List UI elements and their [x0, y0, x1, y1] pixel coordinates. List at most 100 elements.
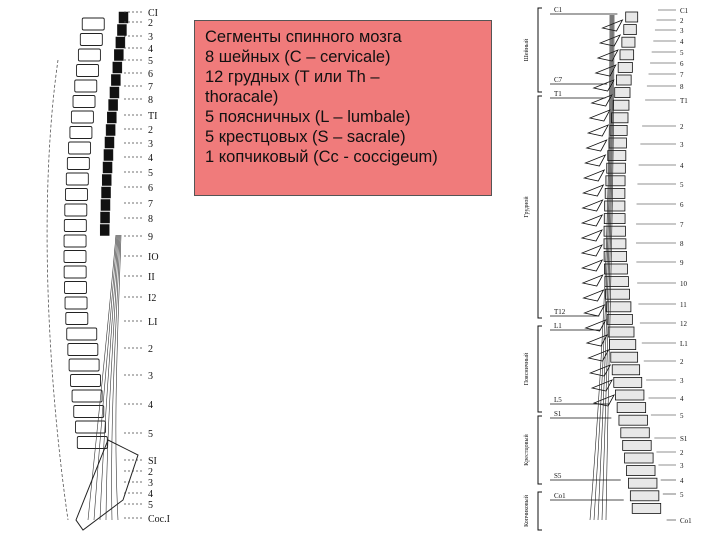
segment-label: 4	[148, 44, 153, 55]
segment-label: 2	[148, 18, 153, 29]
vertebra-body	[72, 390, 102, 402]
info-lumbar: 5 поясничных (L – lumbale)	[205, 107, 481, 127]
inner-label: S1	[554, 410, 562, 418]
cord-segment	[102, 187, 111, 198]
info-coccygeal: 1 копчиковый (Cc - coccigeum)	[205, 147, 481, 167]
info-thoracic-cont: thoracale)	[205, 87, 481, 107]
vertebra	[624, 25, 637, 35]
vertebra-body	[64, 220, 86, 232]
cord-segment	[100, 225, 109, 236]
cord-segment	[103, 162, 112, 173]
cord-segment	[111, 75, 120, 86]
vertebra-body	[69, 359, 99, 371]
spinous-process	[588, 125, 608, 136]
spinous-process	[583, 200, 603, 211]
segment-label: TI	[148, 111, 157, 122]
cord-segment	[116, 37, 125, 48]
region-label: Шейный	[523, 38, 530, 61]
segment-label: 6	[148, 183, 153, 194]
cord-segment	[107, 112, 116, 123]
cord-segment	[113, 62, 122, 73]
vertebra	[604, 239, 626, 249]
segment-label: 8	[148, 95, 153, 106]
cord-segment	[117, 25, 126, 36]
inner-label: T1	[554, 90, 562, 98]
spinous-process	[582, 215, 602, 226]
segment-label: LI	[148, 317, 157, 328]
vertebra	[612, 365, 639, 375]
segment-label: 12	[680, 320, 688, 328]
segment-label: 2	[680, 449, 684, 457]
left-segment-labels: CI2345678TI23456789IOIII2LI2345SI2345Coc…	[148, 8, 170, 525]
vertebra-body	[67, 158, 89, 170]
spinous-process	[587, 140, 607, 151]
segment-label: 9	[680, 259, 684, 267]
vertebra	[630, 491, 659, 501]
right-spine-diagram: ШейныйГруднойПоясничныйКрестцовыйКопчико…	[510, 0, 720, 540]
vertebra-body	[77, 437, 107, 449]
vertebra	[628, 478, 657, 488]
cord-segment	[101, 212, 110, 223]
segment-label: 7	[148, 199, 153, 210]
segment-label: 8	[148, 214, 153, 225]
vertebra	[612, 113, 628, 123]
vertebra-body	[71, 111, 93, 123]
vertebra-body	[73, 96, 95, 108]
segment-label: L1	[680, 340, 688, 348]
segment-label: II	[148, 272, 155, 283]
vertebra	[611, 352, 638, 362]
vertebra-body	[65, 282, 87, 294]
spinous-process	[602, 20, 622, 31]
segment-label: 7	[680, 221, 684, 229]
vertebra	[607, 314, 632, 324]
vertebra-body	[78, 49, 100, 61]
region-bracket	[538, 492, 542, 530]
info-sacral: 5 крестцовых (S – sacrale)	[205, 127, 481, 147]
region-bracket	[538, 96, 542, 318]
vertebra	[627, 466, 656, 476]
vertebra	[610, 125, 627, 135]
info-title: Сегменты спинного мозга	[205, 27, 481, 47]
spinous-process	[592, 95, 612, 106]
segment-label: 2	[148, 344, 153, 355]
vertebra	[613, 100, 629, 110]
vertebra	[609, 340, 635, 350]
segment-label: 5	[680, 491, 684, 499]
cord-segment	[109, 100, 118, 111]
vertebra	[618, 62, 632, 72]
vertebra	[615, 390, 643, 400]
segment-label: 3	[148, 478, 153, 489]
segment-label: Co1	[680, 517, 692, 525]
vertebra	[625, 453, 654, 463]
vertebra	[620, 50, 634, 60]
segment-label: 2	[680, 123, 684, 131]
inner-label: L5	[554, 396, 562, 404]
segment-label: 4	[680, 477, 684, 485]
cord-segment	[119, 12, 128, 23]
region-label: Поясничный	[523, 352, 530, 385]
segment-label: 3	[680, 377, 684, 385]
left-spine-diagram: CI2345678TI23456789IOIII2LI2345SI2345Coc…	[28, 0, 188, 540]
vertebra	[604, 264, 627, 274]
cord-segment	[114, 50, 123, 61]
segment-label: 3	[680, 141, 684, 149]
segment-label: 5	[680, 181, 684, 189]
vertebra	[615, 88, 630, 98]
inner-label: L1	[554, 322, 562, 330]
segment-label: 8	[680, 240, 684, 248]
region-bracket	[538, 8, 542, 92]
region-bracket	[538, 416, 542, 484]
segment-label: 4	[680, 395, 684, 403]
segment-label: 2	[680, 358, 684, 366]
cord-segment	[102, 175, 111, 186]
vertebra-body	[64, 251, 86, 263]
vertebra	[622, 37, 635, 47]
segment-label: 11	[680, 301, 687, 309]
inner-label: Co1	[554, 492, 566, 500]
spinous-process	[583, 275, 603, 286]
vertebra-body	[77, 65, 99, 77]
segment-label: 3	[148, 139, 153, 150]
segment-label: 5	[148, 56, 153, 67]
segment-label: 6	[680, 201, 684, 209]
spinous-process	[584, 170, 604, 181]
